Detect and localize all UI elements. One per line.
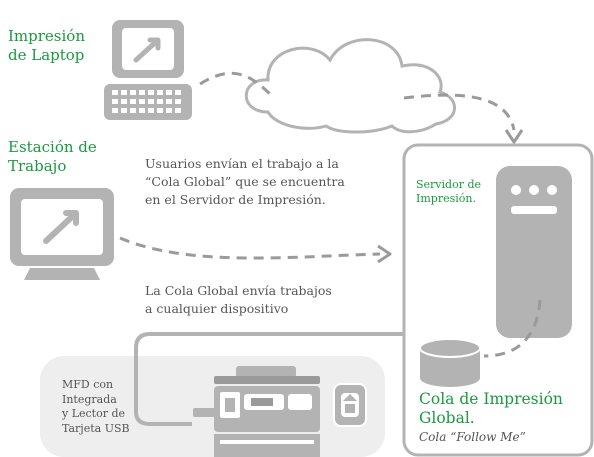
arrowhead-right	[377, 244, 392, 264]
global-queue-title: Cola de Impresión Global.	[419, 390, 563, 427]
workstation-to-server-path	[119, 236, 381, 260]
cloud-icon	[244, 38, 456, 134]
laptop-printing-label: Impresión de Laptop	[8, 27, 85, 65]
server-label-line: Impresión.	[416, 192, 476, 206]
laptop-label-line: de Laptop	[8, 45, 85, 64]
laptop-to-cloud-path	[199, 71, 274, 98]
laptop-icon	[104, 20, 192, 120]
queue-database-icon	[419, 338, 481, 387]
server-to-queue-path	[483, 299, 542, 358]
workstation-label-line: Trabajo	[8, 156, 67, 175]
queue-to-mfd-path	[134, 332, 404, 426]
caption-line: a cualquier dispositivo	[145, 300, 289, 316]
cloud-to-server-path	[403, 93, 516, 131]
users-send-caption: Usuarios envían el trabajo a la “Cola Gl…	[145, 155, 345, 208]
global-queue-line: Global.	[419, 408, 475, 427]
global-queue-line: Cola de Impresión	[419, 390, 563, 408]
workstation-label-line: Estación de	[8, 138, 97, 156]
card-reader-icon	[333, 383, 367, 427]
caption-line: Usuarios envían el trabajo a la	[145, 156, 339, 171]
caption-line: en el Servidor de Impresión.	[145, 191, 326, 207]
workstation-label: Estación de Trabajo	[8, 138, 97, 176]
follow-me-caption: Cola “Follow Me”	[419, 430, 526, 444]
print-server-label: Servidor de Impresión.	[416, 178, 481, 207]
queue-sends-caption: La Cola Global envía trabajos a cualquie…	[145, 282, 332, 318]
mfd-label-line: MFD con	[62, 378, 114, 391]
mfd-label-line: Tarjeta USB	[62, 421, 130, 435]
caption-line: “Cola Global” que se encuentra	[145, 173, 345, 189]
mfd-label-line: Integrada	[62, 392, 117, 406]
laptop-label-line: Impresión	[8, 27, 85, 45]
caption-line: La Cola Global envía trabajos	[145, 283, 332, 298]
print-server-icon	[496, 166, 572, 338]
server-label-line: Servidor de	[416, 178, 482, 191]
mfd-printer-icon	[193, 366, 320, 457]
workstation-icon	[10, 188, 114, 280]
mfd-label-line: y Lector de	[62, 407, 126, 421]
mfd-label: MFD con Integrada y Lector de Tarjeta US…	[62, 378, 130, 437]
arrowhead-down	[504, 129, 524, 144]
